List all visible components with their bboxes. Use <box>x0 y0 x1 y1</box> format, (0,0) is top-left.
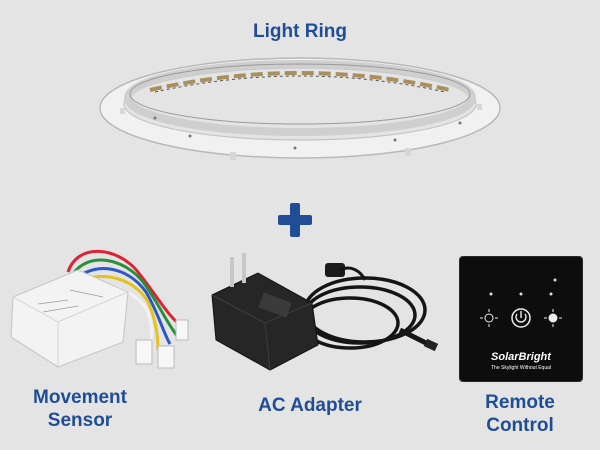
light-ring-image <box>99 57 501 160</box>
remote-control-label: Remote Control <box>455 391 585 437</box>
movement-sensor-label: Movement Sensor <box>5 386 155 432</box>
remote-control-label-line2: Control <box>486 415 554 436</box>
plus-icon <box>278 203 312 237</box>
light-ring-label: Light Ring <box>253 21 347 42</box>
movement-sensor-image <box>10 249 189 369</box>
remote-brand-text: SolarBright <box>491 351 551 363</box>
ac-adapter-label: AC Adapter <box>258 395 362 416</box>
ac-adapter-image <box>211 253 439 371</box>
remote-control-image <box>459 256 583 382</box>
remote-tagline-text: The Skylight Without Equal <box>490 365 552 371</box>
movement-sensor-label-line1: Movement <box>33 387 127 408</box>
remote-control-label-line1: Remote <box>485 392 555 413</box>
movement-sensor-label-line2: Sensor <box>47 410 113 431</box>
